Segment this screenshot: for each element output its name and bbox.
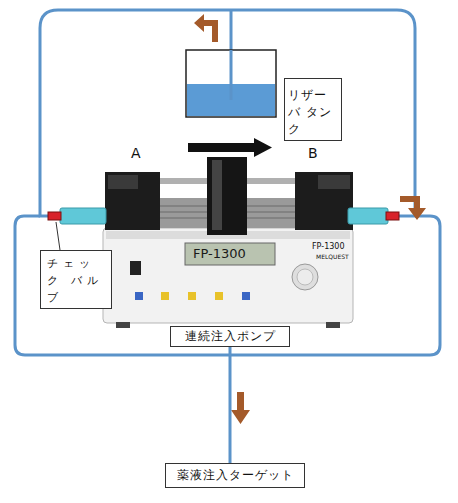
label-box: リザーバ タンク bbox=[284, 78, 342, 141]
check-valve bbox=[386, 212, 399, 220]
pusher bbox=[207, 157, 247, 235]
node-text: リザーバ タンク bbox=[288, 87, 339, 138]
node-text: 薬液注入ターゲット bbox=[166, 467, 304, 484]
button bbox=[135, 292, 250, 300]
syringe-holder bbox=[318, 175, 350, 189]
direction-arrow bbox=[188, 138, 272, 157]
pipe bbox=[15, 10, 440, 355]
display-text: FP-1300 bbox=[193, 246, 246, 261]
check-valve bbox=[48, 212, 61, 220]
pipe-connector bbox=[229, 347, 232, 463]
label-box: 連続注入ポンプ bbox=[170, 326, 290, 347]
tank bbox=[186, 50, 276, 117]
knob bbox=[297, 269, 313, 285]
display bbox=[185, 243, 275, 265]
target-box: 薬液注入ターゲット bbox=[165, 463, 305, 488]
power-switch bbox=[130, 261, 141, 275]
syringe bbox=[60, 208, 106, 224]
leader-line bbox=[56, 222, 60, 250]
pusher bbox=[212, 160, 222, 230]
pipe bbox=[230, 50, 233, 100]
node-text: 連続注入ポンプ bbox=[171, 328, 289, 345]
knob bbox=[292, 264, 318, 290]
foot bbox=[116, 322, 130, 328]
syringe-holder bbox=[105, 172, 160, 230]
flow-arrow bbox=[194, 14, 426, 424]
part-label: B bbox=[308, 145, 318, 161]
syringe bbox=[348, 208, 388, 224]
foot bbox=[326, 322, 340, 328]
part-label: A bbox=[131, 145, 141, 161]
model-label: FP-1300 bbox=[312, 242, 345, 251]
syringe-holder bbox=[295, 172, 353, 230]
syringe-holder bbox=[108, 175, 138, 189]
brand-label: MELQUEST bbox=[316, 253, 349, 260]
pump-body bbox=[103, 228, 353, 323]
label-box: チェック バルブ bbox=[40, 250, 112, 309]
node-text: チェック バルブ bbox=[47, 255, 109, 306]
